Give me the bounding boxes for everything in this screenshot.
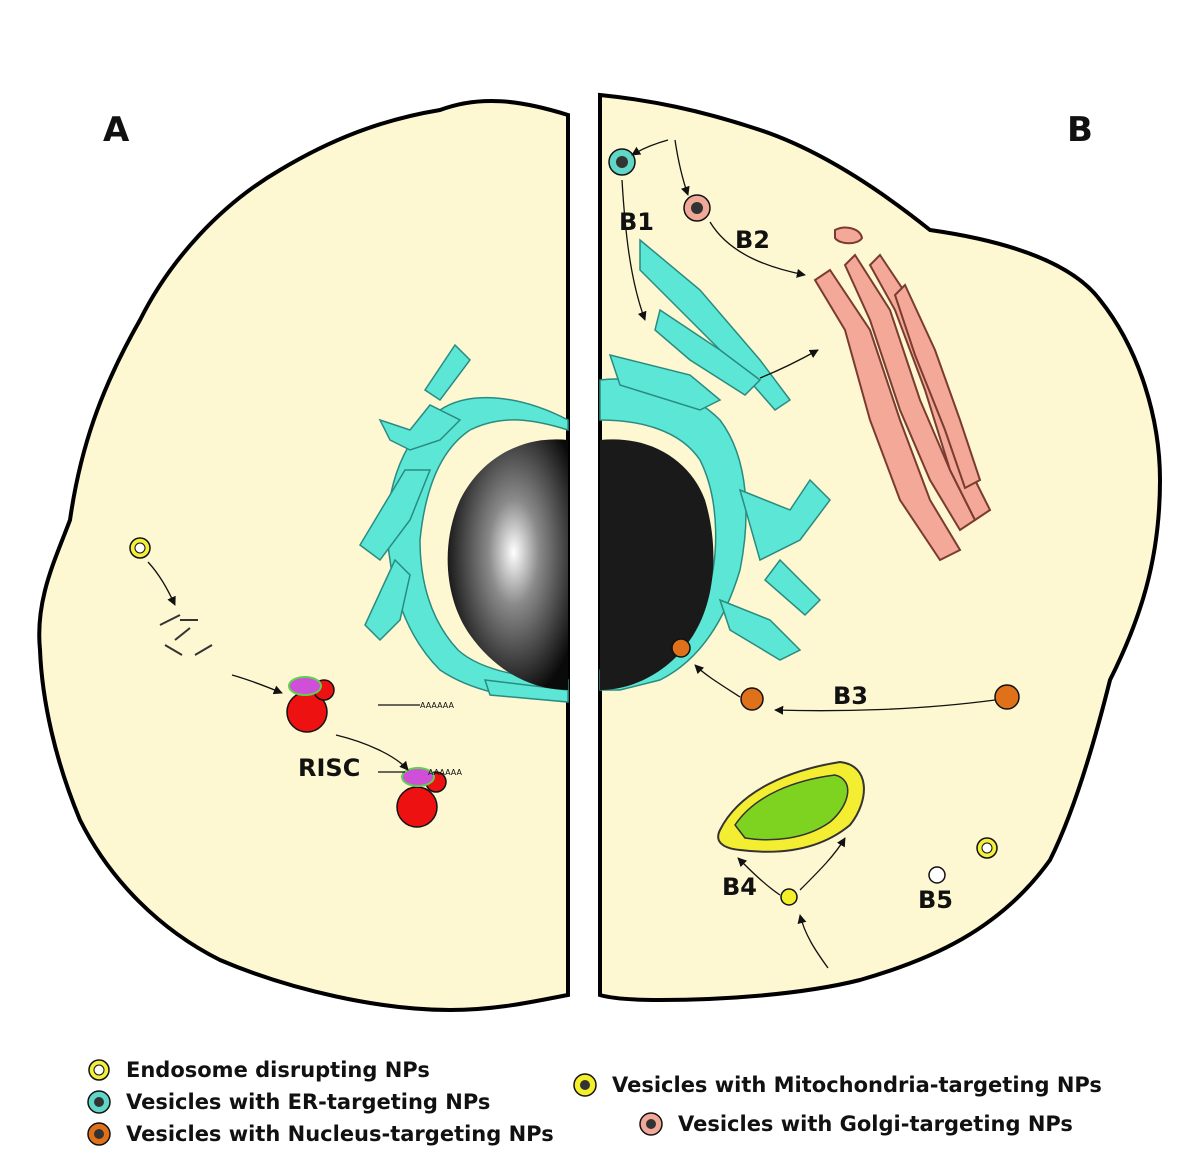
nucleus-vesicle-b3-far bbox=[994, 684, 1020, 710]
cell-b-membrane bbox=[598, 92, 1163, 1003]
legend-item-er: Vesicles with ER-targeting NPs bbox=[84, 1089, 490, 1115]
er-vesicle-icon bbox=[87, 1090, 111, 1114]
label-risc: RISC bbox=[298, 754, 360, 782]
golgi-vesicle-icon bbox=[639, 1112, 663, 1136]
label-b1: B1 bbox=[619, 208, 654, 236]
legend-label-endosome: Endosome disrupting NPs bbox=[126, 1058, 430, 1082]
pathway-arrows bbox=[147, 139, 996, 969]
endosome-disrupting-icon bbox=[88, 1059, 110, 1081]
mitochondrion bbox=[717, 760, 865, 853]
legend-label-golgi: Vesicles with Golgi-targeting NPs bbox=[678, 1112, 1073, 1136]
legend-label-nucleus: Vesicles with Nucleus-targeting NPs bbox=[126, 1122, 554, 1146]
polya-tail-2: AAAAAA bbox=[428, 768, 462, 777]
nucleus-vesicle-b3-dock bbox=[671, 638, 691, 658]
nucleus bbox=[447, 439, 714, 690]
sirna-fragments bbox=[159, 614, 213, 656]
label-b4: B4 bbox=[722, 873, 757, 901]
label-b2: B2 bbox=[735, 226, 770, 254]
label-b3: B3 bbox=[833, 682, 868, 710]
legend-item-nucleus: Vesicles with Nucleus-targeting NPs bbox=[84, 1121, 554, 1147]
panel-b-label: B bbox=[1067, 110, 1093, 150]
nucleus-vesicle-b3-near bbox=[740, 687, 764, 711]
er-right bbox=[599, 238, 831, 691]
legend-label-mitochondria: Vesicles with Mitochondria-targeting NPs bbox=[612, 1073, 1102, 1097]
er-vesicle-b1 bbox=[608, 148, 636, 176]
er-left bbox=[359, 343, 569, 703]
endosome-np-a bbox=[129, 537, 151, 559]
risc-complex-1 bbox=[286, 676, 335, 733]
mito-vesicle-b4 bbox=[780, 888, 798, 906]
mitochondria-vesicle-icon bbox=[573, 1073, 597, 1097]
endosome-np-b5 bbox=[928, 837, 998, 884]
legend-item-endosome: Endosome disrupting NPs bbox=[84, 1057, 430, 1083]
panel-a-label: A bbox=[103, 110, 130, 150]
polya-tail-1: AAAAAA bbox=[420, 701, 454, 710]
nucleus-vesicle-icon bbox=[87, 1122, 111, 1146]
legend-label-er: Vesicles with ER-targeting NPs bbox=[126, 1090, 491, 1114]
legend: Endosome disrupting NPs Vesicles with ER… bbox=[0, 1045, 1200, 1151]
legend-item-golgi: Vesicles with Golgi-targeting NPs bbox=[636, 1111, 1073, 1137]
legend-item-mitochondria: Vesicles with Mitochondria-targeting NPs bbox=[570, 1072, 1102, 1098]
cell-b bbox=[598, 92, 1163, 1003]
panel-divider bbox=[570, 60, 598, 1040]
label-b5: B5 bbox=[918, 886, 953, 914]
risc-complex-2 bbox=[378, 767, 447, 828]
golgi bbox=[813, 226, 992, 562]
golgi-vesicle-b2 bbox=[683, 194, 711, 222]
